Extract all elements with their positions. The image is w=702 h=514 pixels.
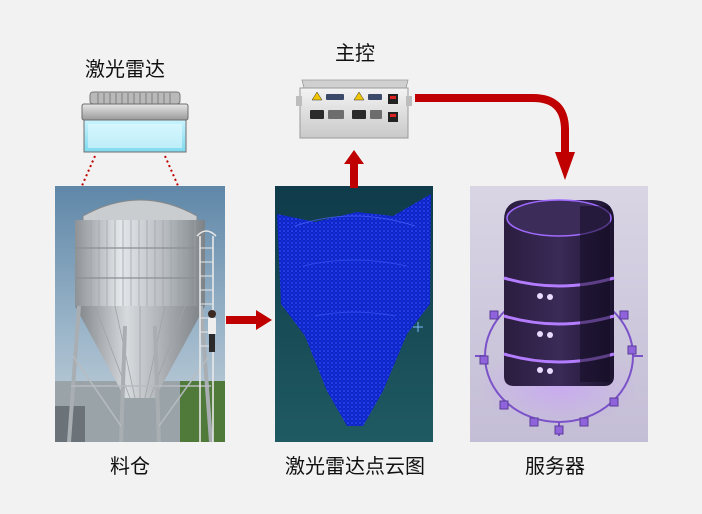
lidar-device-image: [81, 91, 189, 153]
arrow-controller-to-server: [415, 94, 575, 180]
controller-device-image: [296, 79, 412, 139]
server-image: [470, 186, 648, 442]
silo-label: 料仓: [110, 454, 150, 478]
lidar-label: 激光雷达: [85, 57, 165, 81]
point-cloud-label: 激光雷达点云图: [285, 454, 425, 478]
arrow-pointcloud-to-controller: [344, 150, 364, 188]
server-label: 服务器: [525, 454, 585, 478]
silo-image: [55, 186, 225, 442]
arrow-silo-to-pointcloud: [226, 310, 272, 330]
controller-label: 主控: [335, 41, 375, 65]
point-cloud-image: [275, 186, 433, 442]
